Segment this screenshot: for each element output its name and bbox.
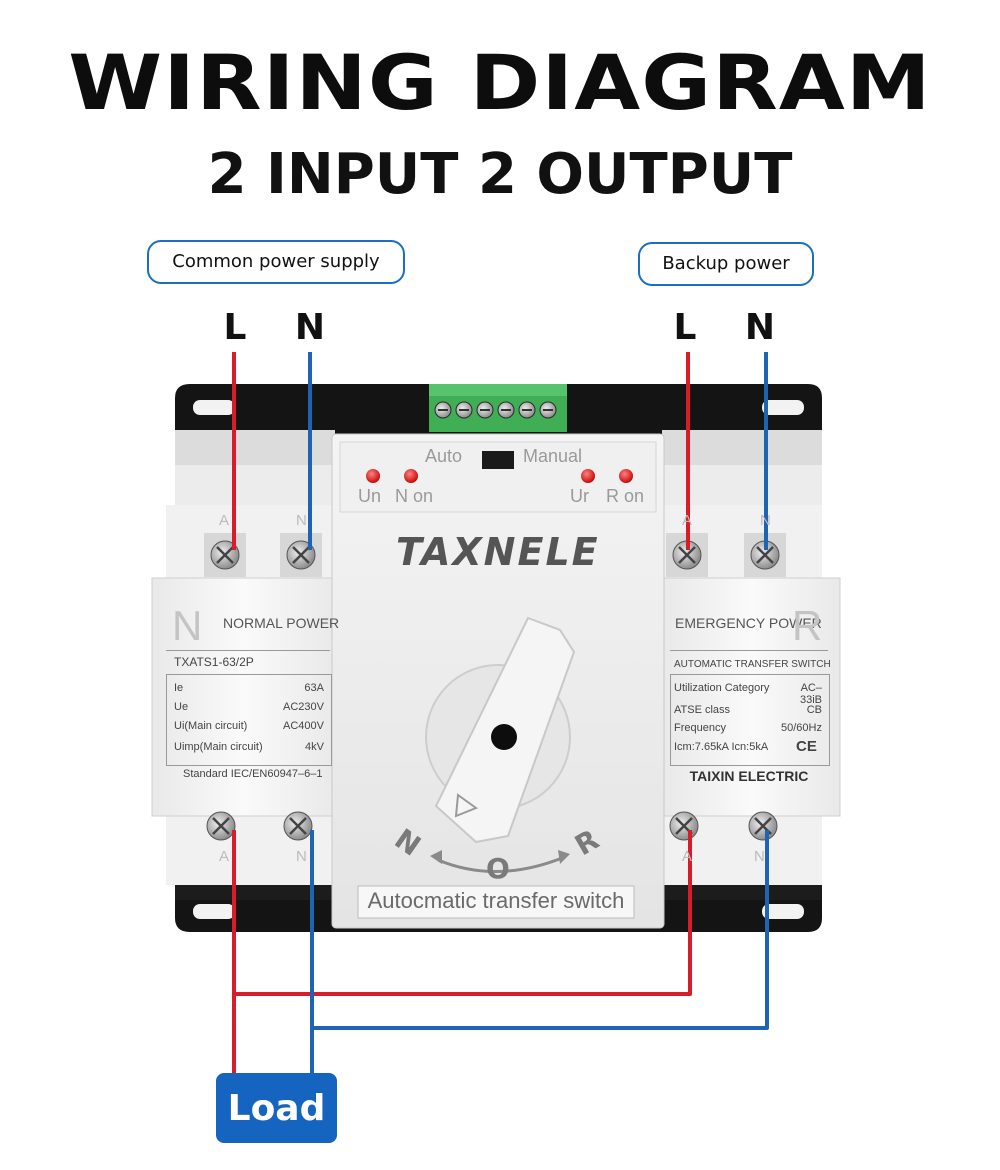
- common-live-label: L: [223, 307, 247, 348]
- mode-auto-label: Auto: [425, 446, 463, 466]
- mode-manual-label: Manual: [523, 446, 583, 466]
- frequency-value: 50/60Hz: [781, 722, 822, 734]
- dial-o-label: O: [486, 852, 510, 885]
- atse-class-label: ATSE class: [674, 704, 731, 716]
- led-n-on-label: N on: [395, 486, 434, 506]
- divider: [166, 650, 330, 651]
- ce-mark: CE: [796, 738, 817, 755]
- standard-text: Standard IEC/EN60947–6–1: [183, 768, 323, 780]
- control-terminal-block: [429, 384, 567, 432]
- spec-box: [166, 674, 332, 766]
- led-ur-label: Ur: [570, 486, 589, 506]
- spec-ui-value: AC400V: [283, 720, 324, 732]
- spec-ie-key: Ie: [174, 682, 184, 694]
- terminal-n-top-left: N: [296, 512, 307, 529]
- atse-class-value: CB: [806, 704, 822, 716]
- device-name-plate: Autocmatic transfer switch: [367, 888, 625, 913]
- wires: [232, 352, 769, 1075]
- page-title: WIRING DIAGRAM: [68, 38, 932, 127]
- page-subtitle: 2 INPUT 2 OUTPUT: [207, 142, 793, 207]
- terminal-a-top-left: A: [219, 512, 230, 529]
- selector-dial: [425, 616, 576, 873]
- terminal-n-bottom-right: N: [754, 848, 765, 865]
- spec-uimp-key: Uimp(Main circuit): [174, 741, 263, 753]
- indicator-leds: [366, 469, 633, 483]
- terminal-a-bottom-right: A: [682, 848, 693, 865]
- terminal-n-top-right: N: [760, 512, 771, 529]
- spec-ie-value: 63A: [304, 682, 324, 694]
- spec-ue-value: AC230V: [283, 701, 324, 713]
- emergency-power-title: EMERGENCY POWER: [675, 615, 822, 631]
- brand-logo: TAXNELE: [396, 530, 600, 574]
- led-un-label: Un: [358, 486, 382, 506]
- terminal-a-top-right: A: [682, 512, 693, 529]
- backup-power-label: Backup power: [638, 242, 814, 286]
- manufacturer-name: TAIXIN ELECTRIC: [689, 768, 809, 784]
- spec-box: [670, 674, 830, 766]
- load-label: Load: [216, 1073, 337, 1143]
- spec-ue-key: Ue: [174, 701, 189, 713]
- neutral-bridge-wire: [312, 830, 769, 1030]
- common-neutral-label: N: [294, 307, 326, 348]
- transfer-switch-heading: AUTOMATIC TRANSFER SWITCH: [674, 659, 831, 670]
- terminal-a-bottom-left: A: [219, 848, 230, 865]
- backup-live-label: L: [673, 307, 697, 348]
- emergency-module-letter: R: [792, 602, 823, 649]
- common-supply-label: Common power supply: [147, 240, 405, 284]
- live-bridge-wire: [234, 830, 692, 996]
- utilization-value: AC–33iB: [799, 682, 822, 706]
- led-r-on-label: R on: [606, 486, 645, 506]
- spec-uimp-value: 4kV: [305, 741, 324, 753]
- frequency-label: Frequency: [674, 722, 726, 734]
- spec-ui-key: Ui(Main circuit): [174, 720, 248, 732]
- divider: [670, 650, 828, 651]
- backup-neutral-label: N: [744, 307, 776, 348]
- normal-power-title: NORMAL POWER: [223, 615, 340, 631]
- utilization-label: Utilization Category: [674, 682, 770, 694]
- model-number: TXATS1-63/2P: [174, 655, 254, 669]
- normal-module-letter: N: [172, 602, 203, 649]
- terminal-n-bottom-left: N: [296, 848, 307, 865]
- current-rating: Icm:7.65kA Icn:5kA: [674, 741, 769, 753]
